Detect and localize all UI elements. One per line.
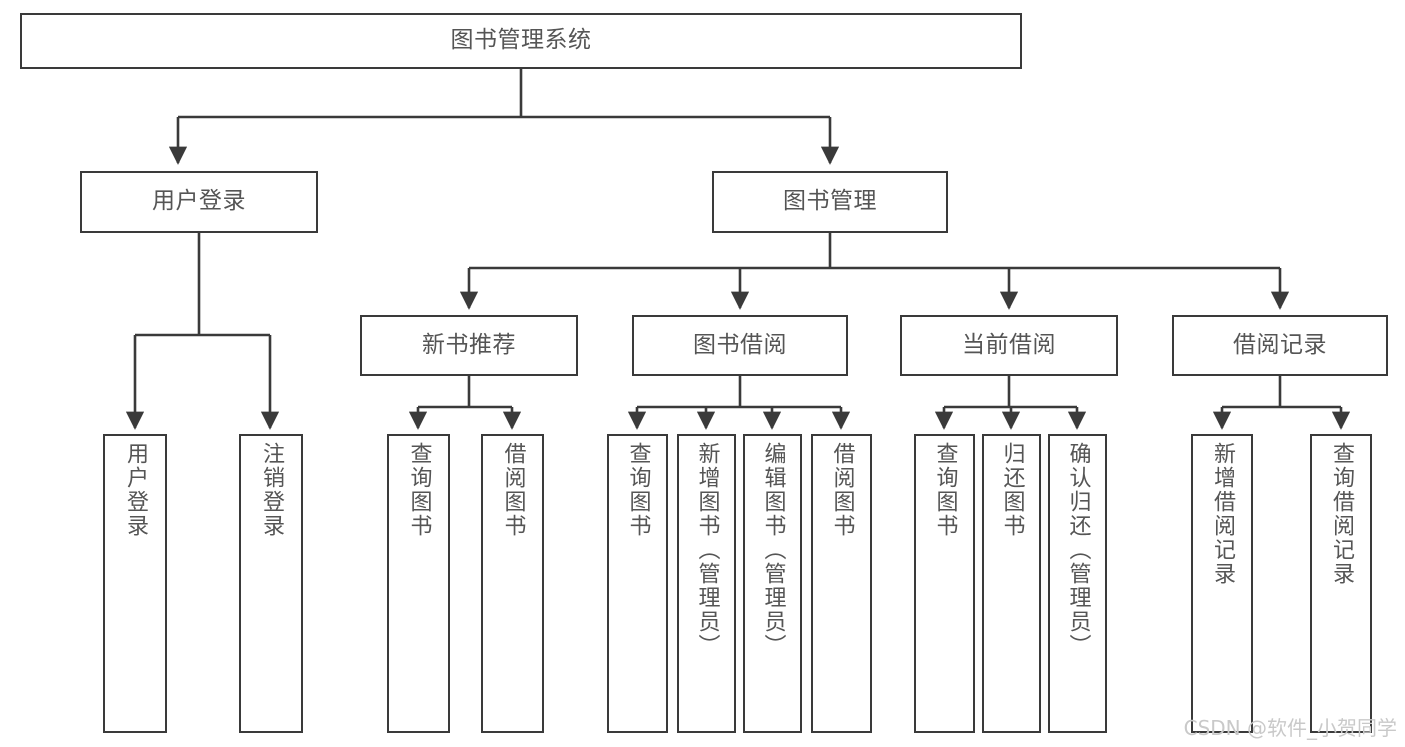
leaf-borrow-edit-book[interactable]: 编辑图书（管理员）	[743, 434, 802, 733]
leaf-current-query-book-label: 查询图书	[932, 442, 958, 538]
leaf-record-query[interactable]: 查询借阅记录	[1310, 434, 1372, 733]
leaf-newbook-borrow-book-label: 借阅图书	[500, 442, 526, 538]
leaf-current-confirm-return-label: 确认归还（管理员）	[1065, 442, 1091, 658]
node-root[interactable]: 图书管理系统	[20, 13, 1022, 69]
leaf-current-return-book-label: 归还图书	[999, 442, 1025, 538]
node-user-login-label: 用户登录	[152, 188, 246, 215]
leaf-newbook-query-book[interactable]: 查询图书	[387, 434, 450, 733]
leaf-record-add[interactable]: 新增借阅记录	[1191, 434, 1253, 733]
node-book-manage[interactable]: 图书管理	[712, 171, 948, 233]
leaf-newbook-query-book-label: 查询图书	[406, 442, 432, 538]
leaf-logout-label: 注销登录	[258, 442, 284, 538]
node-user-login[interactable]: 用户登录	[80, 171, 318, 233]
leaf-record-query-label: 查询借阅记录	[1328, 442, 1354, 586]
node-borrow-record[interactable]: 借阅记录	[1172, 315, 1388, 376]
node-borrow-record-label: 借阅记录	[1233, 331, 1327, 358]
leaf-borrow-edit-book-label: 编辑图书（管理员）	[760, 442, 786, 658]
leaf-borrow-borrow-book[interactable]: 借阅图书	[811, 434, 872, 733]
node-new-book-recommend-label: 新书推荐	[422, 331, 516, 358]
leaf-logout[interactable]: 注销登录	[239, 434, 303, 733]
leaf-user-login[interactable]: 用户登录	[103, 434, 167, 733]
node-book-manage-label: 图书管理	[783, 188, 877, 215]
leaf-newbook-borrow-book[interactable]: 借阅图书	[481, 434, 544, 733]
node-root-label: 图书管理系统	[450, 27, 592, 54]
leaf-borrow-query-book[interactable]: 查询图书	[607, 434, 668, 733]
node-current-borrow[interactable]: 当前借阅	[900, 315, 1118, 376]
node-book-borrow-label: 图书借阅	[693, 331, 787, 358]
leaf-borrow-add-book-label: 新增图书（管理员）	[694, 442, 720, 658]
leaf-record-add-label: 新增借阅记录	[1209, 442, 1235, 586]
leaf-borrow-add-book[interactable]: 新增图书（管理员）	[677, 434, 736, 733]
watermark: CSDN @软件_小贺同学	[1183, 716, 1397, 740]
leaf-user-login-label: 用户登录	[122, 442, 148, 538]
node-new-book-recommend[interactable]: 新书推荐	[360, 315, 578, 376]
node-current-borrow-label: 当前借阅	[962, 331, 1056, 358]
leaf-borrow-query-book-label: 查询图书	[625, 442, 651, 538]
leaf-current-query-book[interactable]: 查询图书	[914, 434, 975, 733]
leaf-current-return-book[interactable]: 归还图书	[982, 434, 1041, 733]
node-book-borrow[interactable]: 图书借阅	[632, 315, 848, 376]
leaf-borrow-borrow-book-label: 借阅图书	[829, 442, 855, 538]
leaf-current-confirm-return[interactable]: 确认归还（管理员）	[1048, 434, 1107, 733]
